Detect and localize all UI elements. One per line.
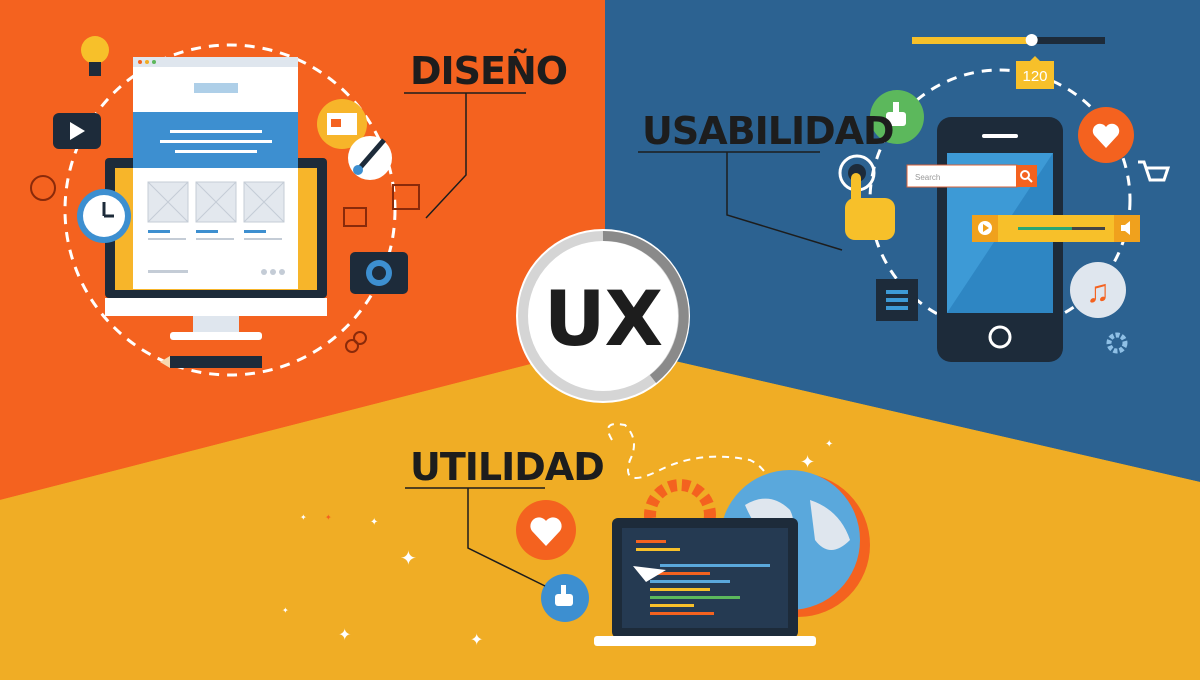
audio-player[interactable] (972, 215, 1140, 242)
thumbs-up-icon (541, 574, 589, 622)
utility-region (0, 345, 1200, 680)
utility-label: UTILIDAD (410, 445, 604, 489)
link-icon (345, 331, 367, 353)
camera-icon (350, 252, 408, 294)
browser-badge-icon (317, 99, 367, 149)
thumbs-up-icon (870, 90, 924, 144)
ux-center-badge: UX (516, 229, 690, 403)
pencil-icon (160, 356, 262, 368)
paper-plane-icon (633, 566, 666, 582)
gear-icon (1106, 332, 1128, 354)
heart-icon (1078, 107, 1134, 163)
svg-text:✦: ✦ (470, 632, 483, 649)
cart-icon (1138, 160, 1171, 182)
volume-icon (1121, 221, 1130, 235)
monitor-illustration (105, 57, 327, 340)
design-label: DISEÑO (410, 49, 567, 93)
lightbulb-icon (81, 36, 109, 76)
svg-text:✦: ✦ (800, 452, 815, 472)
svg-text:✦: ✦ (300, 513, 307, 522)
search-icon[interactable] (1016, 165, 1037, 187)
slider[interactable]: 120 (912, 34, 1105, 89)
hand-pointer-icon (838, 154, 895, 240)
svg-text:✦: ✦ (338, 627, 351, 644)
paintbrush-icon (348, 136, 392, 180)
clock-icon (77, 189, 131, 243)
ux-label: UX (544, 274, 663, 363)
list-icon (876, 279, 918, 321)
svg-text:✦: ✦ (825, 439, 833, 450)
search-placeholder: Search (915, 173, 940, 182)
svg-text:♫: ♫ (1086, 273, 1110, 309)
search-input[interactable]: Search (906, 164, 1037, 188)
gear-icon (644, 479, 716, 551)
slider-value: 120 (1022, 68, 1047, 85)
play-icon (53, 113, 101, 149)
heart-icon (516, 500, 576, 560)
music-note-icon: ♫ (1070, 262, 1126, 318)
sparkle-icon: ✦ ✦ ✦ ✦ ✦ ✦ ✦ ✦ ✦ (282, 439, 833, 649)
svg-text:✦: ✦ (325, 513, 332, 522)
svg-text:✦: ✦ (370, 517, 378, 528)
laptop-illustration (594, 518, 816, 646)
globe-icon (30, 175, 56, 201)
wireframe-icon (343, 184, 420, 227)
svg-text:✦: ✦ (400, 548, 417, 570)
usability-label: USABILIDAD (642, 109, 894, 153)
svg-text:✦: ✦ (282, 606, 289, 615)
